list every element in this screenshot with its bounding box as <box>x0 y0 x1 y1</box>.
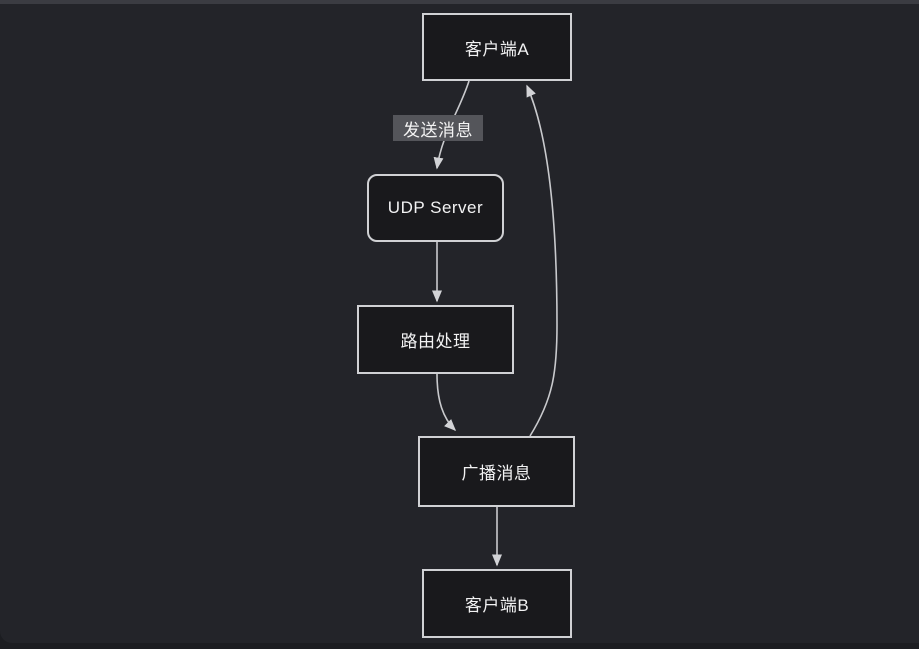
node-route-processing-label: 路由处理 <box>400 332 471 351</box>
node-client-a[interactable]: 客户端A <box>422 13 572 81</box>
node-client-b[interactable]: 客户端B <box>422 569 572 638</box>
node-broadcast-message-label: 广播消息 <box>461 464 532 483</box>
node-client-b-label: 客户端B <box>464 596 530 615</box>
edge-route-to-broadcast[interactable] <box>436 373 457 432</box>
top-strip <box>0 0 919 4</box>
edge-broadcast-to-clienta[interactable] <box>526 84 558 437</box>
node-udp-server[interactable]: UDP Server <box>367 174 504 242</box>
node-client-a-label: 客户端A <box>464 39 530 59</box>
node-broadcast-message[interactable]: 广播消息 <box>418 436 575 507</box>
node-udp-server-label: UDP Server <box>387 198 484 217</box>
edge-label-send-message[interactable]: 发送消息 <box>393 115 483 141</box>
node-route-processing[interactable]: 路由处理 <box>357 305 514 374</box>
diagram-canvas[interactable]: 客户端A UDP Server 路由处理 广播消息 客户端B 发送消息 <box>0 4 919 643</box>
